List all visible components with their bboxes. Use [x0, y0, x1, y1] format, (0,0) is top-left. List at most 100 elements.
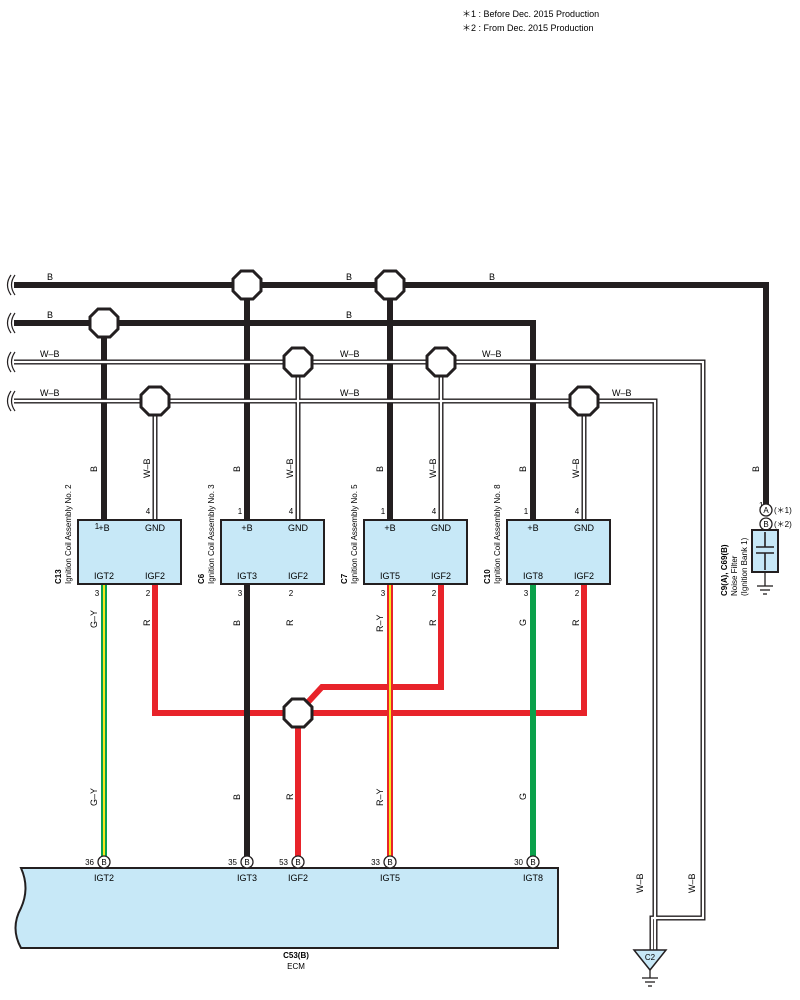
label-b-coil8: B — [518, 466, 528, 472]
label-ry-lower: R–Y — [375, 788, 385, 806]
label-bus-wb-4: W–B — [40, 388, 60, 398]
coil-no8-code: C10 — [483, 569, 492, 584]
splice-b-3 — [88, 307, 120, 339]
splice-wb-2 — [425, 346, 457, 378]
coil-no8-label-gnd: GND — [574, 523, 595, 533]
coil-no5-pin-igt: 3 — [381, 589, 386, 598]
label-wb-coil3: W–B — [285, 458, 295, 478]
coil-no5-pin-igf: 2 — [432, 589, 437, 598]
label-g-upper: G — [518, 619, 528, 626]
label-wb-coil8: W–B — [571, 458, 581, 478]
ecm-pin-igt2-name: IGT2 — [94, 873, 114, 883]
label-bus-wb-2: W–B — [340, 349, 360, 359]
label-wb-coil5: W–B — [428, 458, 438, 478]
label-bus-wb-1: W–B — [40, 349, 60, 359]
coil-no2-label-gnd: GND — [145, 523, 166, 533]
label-b-coil2: B — [89, 466, 99, 472]
label-wb-coil2: W–B — [142, 458, 152, 478]
ecm-pin-igt2-conn: B — [101, 858, 106, 867]
coil-no3-label-b: +B — [241, 523, 252, 533]
bus-b-upper — [14, 282, 769, 508]
coil-no2: 1 4 +B GND IGT2 IGF2 3 2 C13 Ignition Co… — [54, 484, 182, 598]
ground-triangle-icon — [632, 949, 668, 972]
ecm-pin-igt8-conn: B — [530, 858, 535, 867]
coil-no2-label-igt: IGT2 — [94, 571, 114, 581]
coil-no8-pin-igf: 2 — [575, 589, 580, 598]
noise-filter-code: C9(A), C69(B) — [720, 544, 729, 596]
label-bus-b-1: B — [47, 272, 53, 282]
ecm-pin-igf2-name: IGF2 — [288, 873, 308, 883]
splice-b-2 — [374, 269, 406, 301]
ecm-pin-igt3-num: 35 — [228, 858, 237, 867]
ecm-name: ECM — [287, 962, 305, 971]
coil-no2-label-b: +B — [98, 523, 109, 533]
coil-no2-code: C13 — [54, 569, 63, 584]
coil-no3-label-gnd: GND — [288, 523, 309, 533]
label-b-coil3: B — [232, 466, 242, 472]
coil-no8-name: Ignition Coil Assembly No. 8 — [493, 484, 502, 584]
ecm-pin-igt5-name: IGT5 — [380, 873, 400, 883]
noise-filter: 1 A (＊1) B (＊2) C9(A), C69(B) Noise Filt… — [720, 501, 792, 596]
noise-filter-name: Noise Filter — [730, 555, 739, 596]
coil-no8: 1 4 +B GND IGT8 IGF2 3 2 C10 Ignition Co… — [483, 484, 611, 598]
coil-no3-label-igt: IGT3 — [237, 571, 257, 581]
coil-no8-pin-b: 1 — [524, 507, 529, 516]
coil-no3-label-igf: IGF2 — [288, 571, 308, 581]
ecm-pin-igf2-conn: B — [295, 858, 300, 867]
label-ry-upper: R–Y — [375, 614, 385, 632]
coil-no8-box — [506, 519, 611, 585]
noise-filter-conn-a-icon — [759, 503, 773, 517]
noise-filter-conn-b: B — [763, 520, 768, 529]
label-b-noise-filter: B — [751, 466, 761, 472]
coil-no2-pin-igt: 3 — [95, 589, 100, 598]
ecm-pin-igt8-conn-icon — [526, 855, 540, 869]
ecm-pin-igt5-conn-icon — [383, 855, 397, 869]
igf-network — [152, 584, 587, 862]
bus-b-lower — [14, 320, 536, 520]
ground-icon — [642, 970, 658, 987]
ecm-pin-igt2-conn-icon — [97, 855, 111, 869]
ecm-pin-igt5-num: 33 — [371, 858, 380, 867]
coil-no8-label-igt: IGT8 — [523, 571, 543, 581]
coil-no2-box — [77, 519, 182, 585]
label-r-coil8: R — [571, 619, 581, 626]
coil-no3-pin-igt: 3 — [238, 589, 243, 598]
coil-no3-code: C6 — [197, 573, 206, 584]
ecm-code: C53(B) — [283, 951, 309, 960]
coil-no3: 1 4 +B GND IGT3 IGF2 3 2 C6 Ignition Coi… — [197, 484, 325, 598]
noise-filter-sub: (Ignition Bank 1) — [740, 537, 749, 596]
ecm-box — [14, 867, 559, 949]
splice-wb-1 — [282, 346, 314, 378]
ecm-pin-igt5: B 33 IGT5 — [371, 855, 400, 883]
ecm-pin-igt8-name: IGT8 — [523, 873, 543, 883]
label-wb-ground-2: W–B — [687, 873, 697, 893]
coil-no5-label-b: +B — [384, 523, 395, 533]
label-gy-lower: G–Y — [89, 788, 99, 806]
wire-break-marks — [6, 274, 16, 412]
ecm: B 36 IGT2 B 35 IGT3 B 53 IGF2 B 33 IGT5 … — [14, 855, 559, 971]
coil-no2-label-igf: IGF2 — [145, 571, 165, 581]
label-bus-wb-5: W–B — [340, 388, 360, 398]
ground-point: C2 — [632, 949, 668, 987]
label-bus-wb-3: W–B — [482, 349, 502, 359]
coil-no3-box — [220, 519, 325, 585]
splice-b-1 — [231, 269, 263, 301]
coil-no5-code: C7 — [340, 573, 349, 584]
noise-filter-conn-a: A — [763, 506, 769, 515]
coil-no5-box — [363, 519, 468, 585]
ground-bus-wb — [14, 359, 706, 950]
ecm-pin-igt8-num: 30 — [514, 858, 523, 867]
coil-no5-label-igf: IGF2 — [431, 571, 451, 581]
label-g-lower: G — [518, 793, 528, 800]
splice-wb-4 — [568, 385, 600, 417]
coil-no3-name: Ignition Coil Assembly No. 3 — [207, 484, 216, 584]
splice-wb-3 — [139, 385, 171, 417]
label-gy-upper: G–Y — [89, 610, 99, 628]
noise-filter-ground-icon — [757, 572, 773, 595]
noise-filter-ref-b: (＊2) — [774, 520, 792, 529]
ecm-pin-igf2-conn-icon — [291, 855, 305, 869]
label-r-coil2: R — [142, 619, 152, 626]
capacitor-icon — [756, 532, 774, 570]
ecm-pin-igt5-conn: B — [387, 858, 392, 867]
ground-label: C2 — [645, 953, 656, 962]
